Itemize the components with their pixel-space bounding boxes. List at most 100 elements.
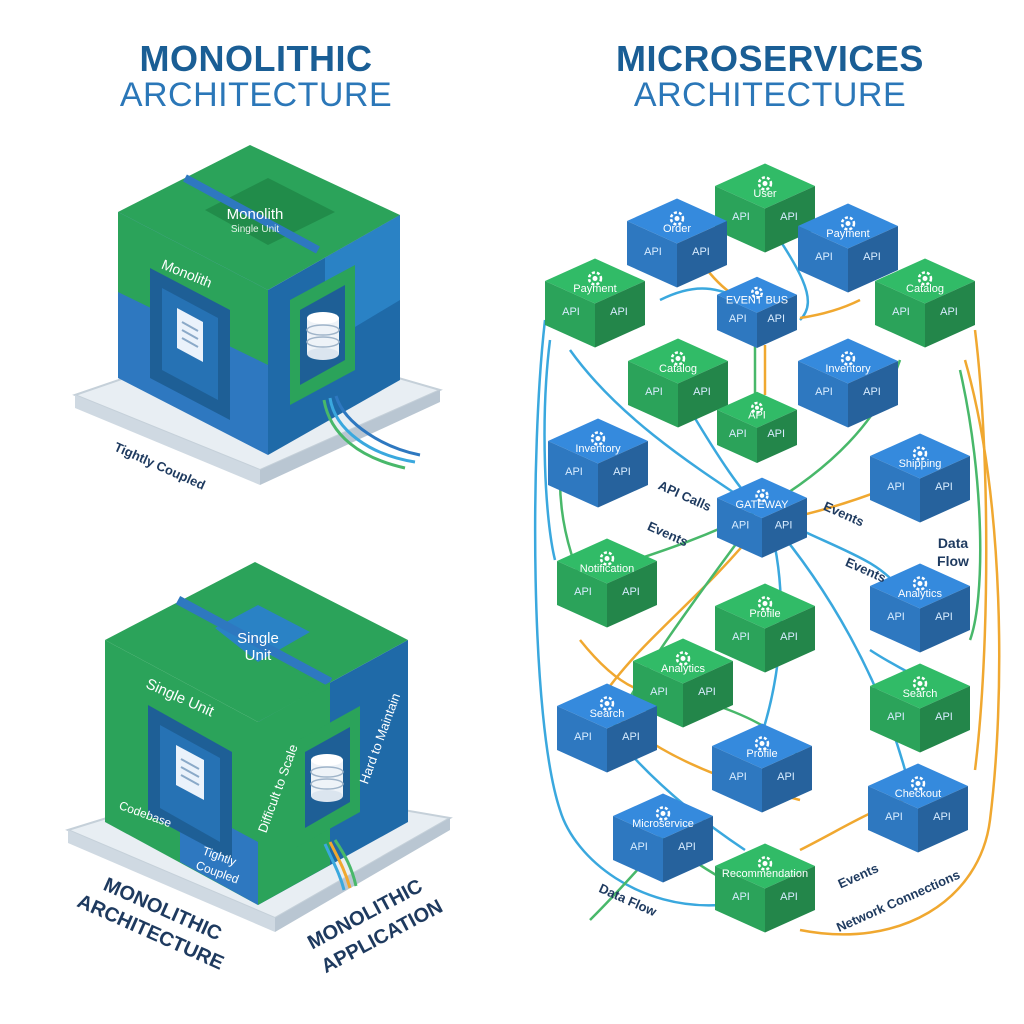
node-left-face — [798, 226, 848, 293]
service-node-label: Recommendation — [722, 868, 808, 880]
node-right-face — [918, 786, 968, 853]
service-node-label: Profile — [749, 608, 780, 620]
gear-icon — [910, 776, 926, 791]
api-label: API — [780, 211, 798, 223]
node-left-face — [870, 456, 920, 523]
monolithic-title: MONOLITHIC ARCHITECTURE — [96, 40, 416, 113]
api-label: API — [610, 306, 628, 318]
connection-line — [533, 319, 721, 907]
document-icon — [177, 308, 203, 362]
service-node-label: Inventory — [575, 443, 621, 455]
api-label: API — [622, 731, 640, 743]
api-label: API — [885, 811, 903, 823]
api-label: API — [622, 586, 640, 598]
connection-line — [543, 339, 557, 561]
gear-icon — [670, 351, 686, 366]
service-node-label: Checkout — [895, 788, 941, 800]
node-left-face — [633, 661, 683, 728]
service-node-label: Order — [663, 223, 691, 235]
api-label: API — [574, 731, 592, 743]
api-label: API — [935, 711, 953, 723]
monolith-bottom-top-seam — [175, 596, 333, 686]
node-left-face — [868, 786, 918, 853]
api-label: API — [644, 246, 662, 258]
connection-line — [799, 298, 861, 320]
monolithic-title-line2: ARCHITECTURE — [119, 75, 393, 114]
api-label: API — [887, 611, 905, 623]
gear-icon — [757, 596, 773, 611]
node-left-face — [870, 586, 920, 653]
node-right-face — [677, 221, 727, 288]
gear-icon — [912, 576, 928, 591]
api-label: API — [698, 686, 716, 698]
monolith-top-plate-sublabel: Single Unit — [231, 224, 280, 235]
api-label: API — [892, 306, 910, 318]
api-label: API — [692, 246, 710, 258]
node-left-face — [715, 866, 765, 933]
gear-icon — [675, 651, 691, 666]
api-label: API — [613, 466, 631, 478]
gear-icon — [669, 211, 685, 226]
gear-icon — [599, 551, 615, 566]
gear-icon — [755, 489, 769, 503]
monolith-top-left-upper — [118, 212, 268, 365]
monolith-bottom-base-edge-right — [275, 818, 450, 932]
connection-line — [973, 329, 988, 771]
service-node-label: EVENT BUS — [726, 295, 788, 307]
document-icon — [176, 745, 204, 800]
gear-icon — [750, 401, 764, 414]
monolith-bottom: Single Unit Single Unit Codebase Tightly… — [65, 562, 453, 978]
api-label: API — [775, 520, 793, 532]
gear-icon — [840, 216, 856, 231]
monolith-top-base-edge — [75, 395, 260, 485]
service-node-label: API — [748, 410, 766, 422]
node-right-face — [607, 561, 657, 628]
api-label: API — [678, 841, 696, 853]
node-left-face — [717, 497, 762, 558]
service-node-label: Payment — [826, 228, 869, 240]
api-label: API — [574, 586, 592, 598]
node-right-face — [765, 186, 815, 253]
node-right-face — [683, 661, 733, 728]
api-label: API — [767, 428, 785, 440]
node-left-face — [557, 561, 607, 628]
monolith-bottom-base-edge-left — [68, 830, 275, 932]
node-right-face — [920, 686, 970, 753]
microservices-title: MICROSERVICES ARCHITECTURE — [600, 40, 940, 113]
node-right-face — [920, 456, 970, 523]
events-label: Events — [645, 518, 690, 549]
monolith-top: Monolith Single Unit Monolith Tightly Co… — [72, 145, 443, 493]
monolith-top-cables — [322, 395, 421, 470]
node-right-face — [920, 586, 970, 653]
events-label: Events — [843, 554, 888, 585]
node-left-face — [717, 294, 757, 348]
monolith-bottom-plate — [215, 605, 310, 662]
api-label: API — [650, 686, 668, 698]
events-label: Events — [836, 860, 881, 891]
service-node-label: Profile — [746, 748, 777, 760]
